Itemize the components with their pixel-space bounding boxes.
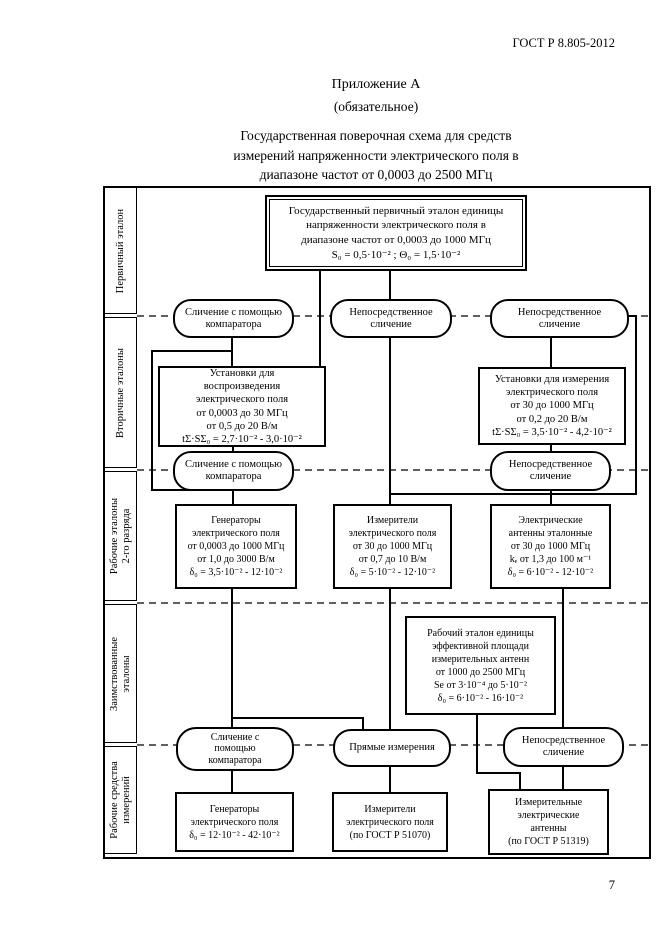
sidebar-section-working-instruments: Рабочие средства измерений xyxy=(104,746,137,854)
box-text: Установки для измерения электрического п… xyxy=(492,374,612,438)
box-text: Измерители электрического поля от 30 до … xyxy=(348,515,437,578)
box-mi-generators: Генераторы электрического поля δ₀ = 12·1… xyxy=(175,792,294,852)
box-primary-etalon: Государственный первичный эталон единицы… xyxy=(265,195,527,271)
box-secondary-reproduction: Установки для воспроизведения электричес… xyxy=(158,366,326,447)
sidebar-section-secondary-etalons: Вторичные эталоны xyxy=(104,317,137,468)
sidebar-label: Первичный эталон xyxy=(114,208,126,293)
oval-r1-comparator: Сличение с помощью компаратора xyxy=(173,299,294,338)
oval-r3-direct: Непосредственное сличение xyxy=(503,727,624,767)
box-secondary-measurement: Установки для измерения электрического п… xyxy=(478,367,626,445)
box-working-generators: Генераторы электрического поля от 0,0003… xyxy=(175,504,297,589)
oval-r1-direct-right: Непосредственное сличение xyxy=(490,299,629,338)
oval-text: Прямые измерения xyxy=(349,742,435,754)
box-text: Измерители электрического поля (по ГОСТ … xyxy=(346,803,434,841)
sidebar-section-borrowed-etalons: Заимствованные эталоны xyxy=(104,604,137,743)
box-text: Установки для воспроизведения электричес… xyxy=(182,368,302,445)
oval-text: Сличение с помощью компаратора xyxy=(185,459,282,482)
sidebar-section-primary-etalon: Первичный эталон xyxy=(104,187,137,314)
box-working-antennas: Электрические антенны эталонные от 30 до… xyxy=(490,504,611,589)
oval-text: Непосредственное сличение xyxy=(349,306,433,330)
box-mi-antennas: Измерительные электрические антенны (по … xyxy=(488,789,609,855)
document-number: ГОСТ Р 8.805-2012 xyxy=(512,36,615,50)
box-text: Измерительные электрические антенны (по … xyxy=(508,797,589,847)
box-text: Электрические антенны эталонные от 30 до… xyxy=(507,515,594,578)
box-working-meters: Измерители электрического поля от 30 до … xyxy=(333,504,452,589)
box-borrowed-etalon: Рабочий эталон единицы эффективной площа… xyxy=(405,616,556,715)
oval-text: Сличение с помощью компаратора xyxy=(208,732,262,766)
page-number: 7 xyxy=(608,878,615,892)
appendix-status: (обязательное) xyxy=(333,99,419,114)
oval-r3-direct-measurements: Прямые измерения xyxy=(333,729,451,767)
box-text: Рабочий эталон единицы эффективной площа… xyxy=(427,627,534,704)
box-mi-meters: Измерители электрического поля (по ГОСТ … xyxy=(332,792,448,852)
sidebar-section-working-etalons: Рабочие эталоны 2-го разряда xyxy=(104,471,137,601)
oval-r2-direct: Непосредственное сличение xyxy=(490,451,611,491)
box-text: Генераторы электрического поля δ₀ = 12·1… xyxy=(189,803,280,841)
box-text: Генераторы электрического поля от 0,0003… xyxy=(187,515,285,578)
oval-r2-comparator: Сличение с помощью компаратора xyxy=(173,451,294,491)
appendix-title: Приложение А xyxy=(331,77,421,92)
scheme-title: Государственная поверочная схема для сре… xyxy=(233,128,519,183)
sidebar-label: Заимствованные эталоны xyxy=(108,636,132,711)
sidebar-label: Рабочие средства измерений xyxy=(108,761,132,839)
oval-text: Непосредственное сличение xyxy=(517,306,602,330)
oval-text: Сличение с помощью компаратора xyxy=(185,306,282,330)
sidebar-label: Рабочие эталоны 2-го разряда xyxy=(108,497,132,575)
box-primary-etalon-text: Государственный первичный эталон единицы… xyxy=(288,204,504,261)
oval-r3-comparator: Сличение с помощью компаратора xyxy=(176,727,294,771)
sidebar-label: Вторичные эталоны xyxy=(114,347,126,438)
oval-r1-direct-mid: Непосредственное сличение xyxy=(330,299,452,338)
oval-text: Непосредственное сличение xyxy=(508,459,593,482)
oval-text: Непосредственное сличение xyxy=(521,735,606,758)
